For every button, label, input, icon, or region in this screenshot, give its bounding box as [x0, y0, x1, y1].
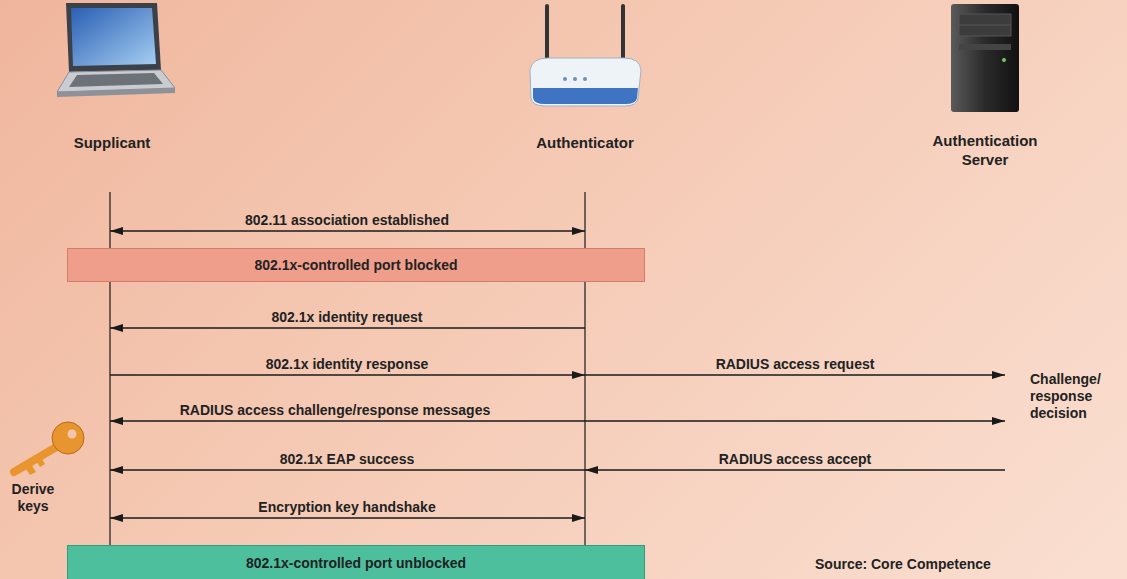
- message-label: Encryption key handshake: [258, 499, 435, 516]
- message-label: 802.11 association established: [245, 212, 449, 229]
- lifeline: [109, 192, 110, 545]
- message-arrow: [110, 374, 585, 375]
- message-arrow: [110, 327, 585, 328]
- node-text: Authentication Server: [926, 131, 1044, 169]
- message-label: RADIUS access request: [716, 356, 875, 373]
- message-label: 802.1x identity request: [272, 309, 423, 326]
- message-arrow: [110, 517, 585, 518]
- message-arrow: [110, 230, 585, 231]
- annotation: Derive keys: [2, 481, 64, 515]
- router-icon: [530, 4, 641, 106]
- annotation: Challenge/ response decision: [1030, 371, 1124, 422]
- port-state-band: 802.1x-controlled port unblocked: [67, 545, 645, 579]
- port-state-band: 802.1x-controlled port blocked: [67, 248, 645, 282]
- node-text: Supplicant: [57, 133, 167, 152]
- lifeline: [584, 192, 585, 545]
- server-icon: [951, 4, 1019, 112]
- message-label: 802.1x identity response: [266, 356, 429, 373]
- actor-label-box: Authentication Server: [926, 131, 1044, 169]
- message-arrow: [585, 374, 1005, 375]
- message-label: RADIUS access challenge/response message…: [180, 402, 491, 419]
- node-text: Authenticator: [520, 133, 650, 152]
- message-arrow: [585, 469, 1005, 470]
- actor-label-box: Supplicant: [57, 133, 167, 152]
- laptop-icon: [57, 3, 175, 97]
- message-label: 802.1x EAP success: [280, 451, 414, 468]
- node-text: 802.1x-controlled port blocked: [254, 257, 457, 274]
- node-text: 802.1x-controlled port unblocked: [246, 555, 466, 572]
- source-note: Source: Core Competence: [815, 556, 991, 573]
- message-arrow: [110, 420, 1005, 421]
- message-arrow: [110, 469, 585, 470]
- actor-label-box: Authenticator: [520, 133, 650, 152]
- key-icon: [14, 422, 84, 475]
- message-label: RADIUS access accept: [719, 451, 872, 468]
